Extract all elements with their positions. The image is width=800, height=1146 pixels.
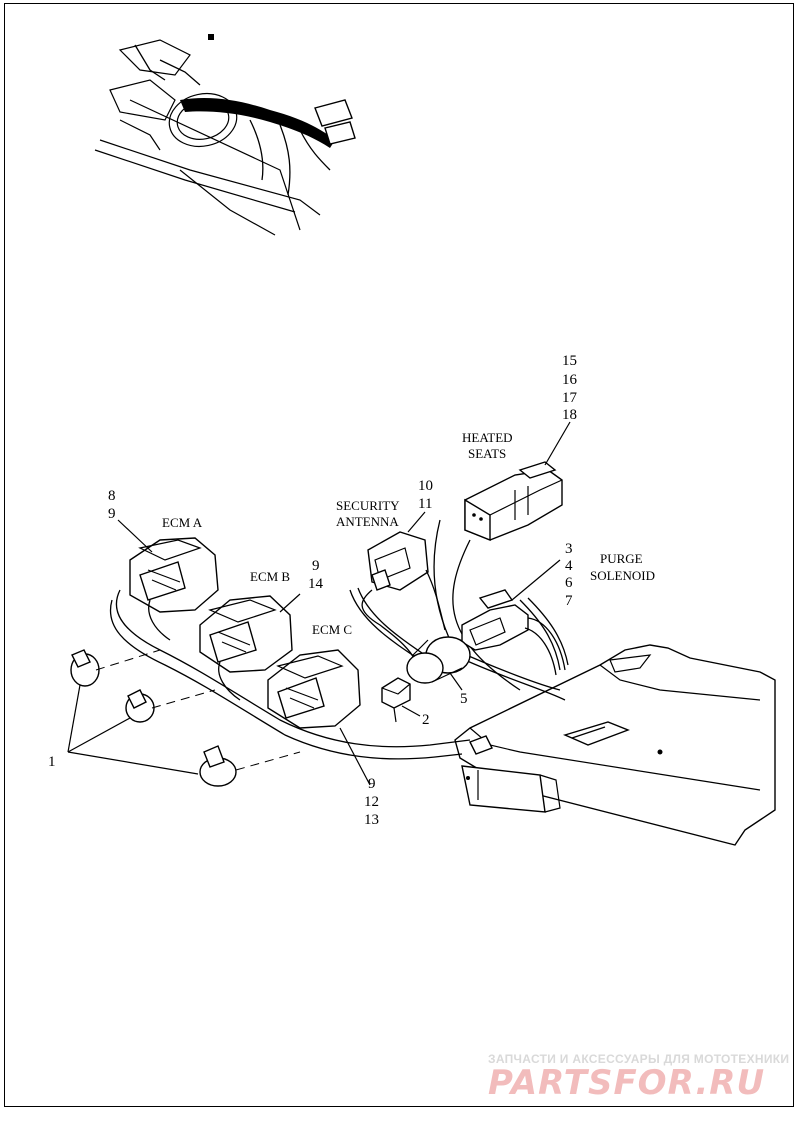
callout-6: 6 xyxy=(565,575,573,591)
callout-1: 1 xyxy=(48,754,56,770)
cable-strap-middle xyxy=(125,689,155,723)
label-ecm-a: ECM A xyxy=(162,515,203,530)
callout-9: 9 xyxy=(108,506,116,522)
callout-numbers: 8 9 9 14 9 12 13 10 11 15 16 17 18 3 4 6… xyxy=(48,353,578,828)
security-antenna-connector xyxy=(361,531,446,661)
callout-7: 7 xyxy=(565,593,573,609)
purge-solenoid-connector xyxy=(461,589,566,676)
clip-part-2 xyxy=(381,677,411,723)
cable-strap-upper xyxy=(70,649,100,687)
leader-lines xyxy=(67,421,571,786)
watermark-logo: PARTSFOR.RU xyxy=(488,1063,766,1103)
page-frame xyxy=(4,3,794,1107)
callout-9: 9 xyxy=(368,776,376,792)
ecm-a-connector xyxy=(129,537,219,641)
overview-thumbnail xyxy=(94,34,356,236)
callout-4: 4 xyxy=(565,558,573,574)
ecm-c-connector xyxy=(267,649,361,729)
callout-13: 13 xyxy=(364,812,379,828)
callout-2: 2 xyxy=(422,712,430,728)
callout-3: 3 xyxy=(565,541,573,557)
callout-18: 18 xyxy=(562,407,577,423)
callout-10: 10 xyxy=(418,478,433,494)
callout-17: 17 xyxy=(562,390,578,406)
frame-bracket xyxy=(454,644,776,846)
label-antenna: ANTENNA xyxy=(336,514,399,529)
label-ecm-c: ECM C xyxy=(312,622,352,637)
label-solenoid: SOLENOID xyxy=(590,568,655,583)
callout-8: 8 xyxy=(108,488,116,504)
ecm-b-connector xyxy=(199,595,293,701)
callout-11: 11 xyxy=(418,496,432,512)
heated-seats-connector xyxy=(464,461,563,542)
callout-16: 16 xyxy=(562,372,578,388)
grommet-part-5 xyxy=(406,636,471,684)
label-security: SECURITY xyxy=(336,498,400,513)
cable-strap-lower xyxy=(199,745,237,787)
callout-5: 5 xyxy=(460,691,468,707)
callout-9: 9 xyxy=(312,558,320,574)
label-purge: PURGE xyxy=(600,551,643,566)
alignment-lines xyxy=(95,649,301,771)
label-ecm-b: ECM B xyxy=(250,569,290,584)
callout-15: 15 xyxy=(562,353,577,369)
label-heated: HEATED xyxy=(462,430,513,445)
watermark-tagline: ЗАПЧАСТИ И АКСЕССУАРЫ ДЛЯ МОТОТЕХНИКИ xyxy=(488,1052,790,1066)
label-seats: SEATS xyxy=(468,446,506,461)
callout-12: 12 xyxy=(364,794,379,810)
component-labels: ECM A ECM B ECM C SECURITY ANTENNA HEATE… xyxy=(162,430,655,637)
callout-14: 14 xyxy=(308,576,324,592)
